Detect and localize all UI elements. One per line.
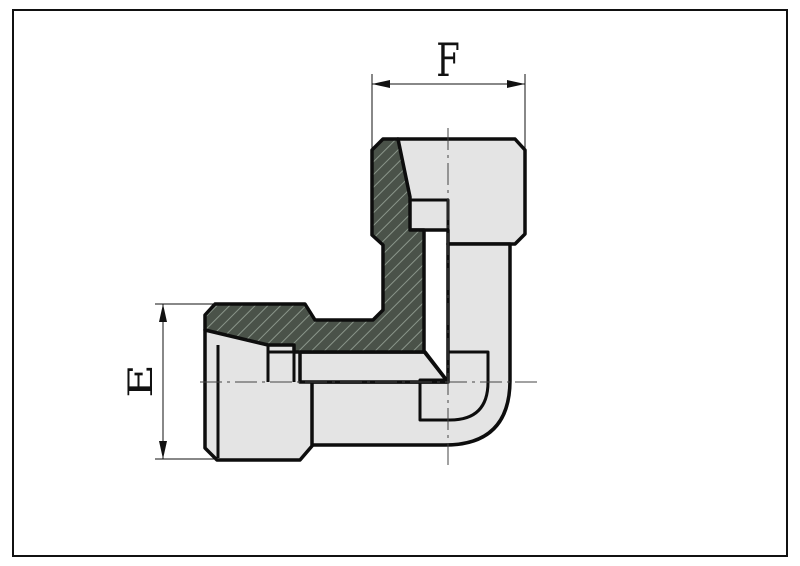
internal-details [216, 198, 490, 458]
dim-e-arrow-bottom [159, 441, 167, 459]
dim-f-arrow-left [372, 80, 390, 88]
dim-f-label: F [436, 33, 460, 88]
dim-e-label: E [120, 364, 160, 398]
center-lines [200, 128, 540, 468]
seat-ring-left [266, 345, 296, 382]
section-hatch [203, 137, 426, 354]
dim-f-arrow-right [507, 80, 525, 88]
dimension-e [155, 303, 215, 460]
dimension-f [371, 74, 526, 148]
drawing-frame [12, 9, 788, 557]
dim-e-arrow-top [159, 304, 167, 322]
